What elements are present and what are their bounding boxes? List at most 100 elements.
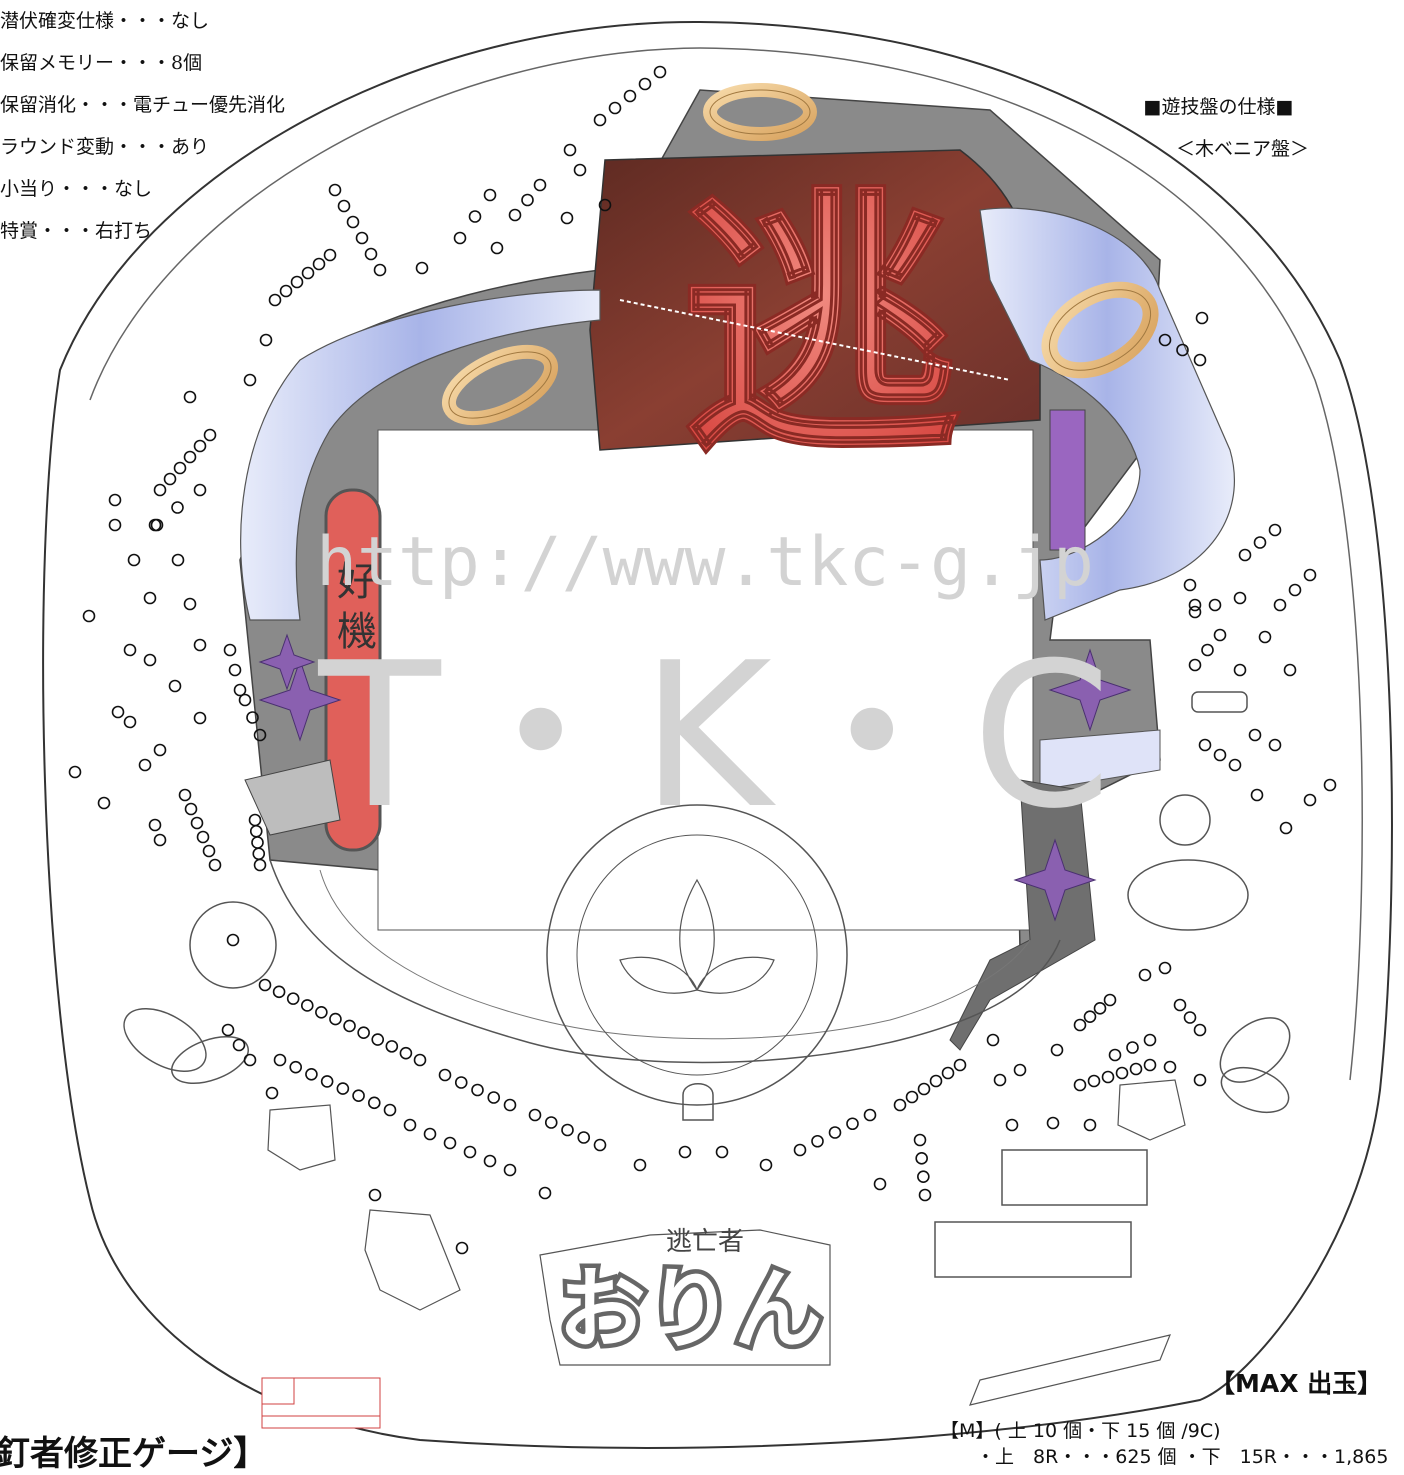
nail-pin xyxy=(352,1089,365,1103)
flower-right-upper xyxy=(1048,648,1132,732)
nail-pin xyxy=(1163,1060,1177,1074)
nail-pin xyxy=(279,284,293,298)
nail-pin xyxy=(1143,1033,1157,1047)
nail-pin xyxy=(1158,333,1172,347)
watermark-url: http://www.tkc-g.jp xyxy=(316,523,1094,602)
nail-pin xyxy=(471,1083,484,1097)
nail-pin xyxy=(148,818,162,832)
nail-pin xyxy=(1158,961,1172,975)
nail-pin xyxy=(301,266,315,280)
left-windmill xyxy=(189,901,277,989)
board-spec: ■遊技盤の仕様■ ＜木ベニア盤＞ xyxy=(1128,86,1309,170)
nail-pin xyxy=(383,1103,397,1117)
bottom-right-rail xyxy=(969,1334,1171,1406)
nail-pin xyxy=(1083,1010,1097,1023)
nail-pin xyxy=(190,816,204,830)
nail-pin xyxy=(1213,628,1227,642)
nail-pin xyxy=(463,1145,477,1159)
nail-pin xyxy=(1138,968,1152,982)
nail-pin xyxy=(1005,1118,1019,1132)
nail-pin xyxy=(168,679,182,693)
nail-pin xyxy=(1087,1074,1101,1088)
nail-pin xyxy=(593,113,607,127)
nail-pin xyxy=(228,663,242,677)
nail-pin xyxy=(986,1033,1000,1047)
bottom-left-chain xyxy=(123,1008,249,1084)
nail-pin xyxy=(759,1158,773,1172)
nail-pin xyxy=(127,553,141,567)
nail-pin xyxy=(533,178,547,192)
nail-pin xyxy=(300,999,314,1012)
nail-pin xyxy=(653,65,667,79)
nail-pin xyxy=(1183,1011,1197,1024)
nail-pin xyxy=(1013,1063,1027,1077)
nail-pin xyxy=(468,210,482,223)
nail-pin xyxy=(173,461,187,475)
nail-pin xyxy=(171,501,184,514)
flower-left xyxy=(258,633,342,742)
title-logo-sub: 逃亡者 xyxy=(666,1227,744,1257)
nail-pin xyxy=(68,765,82,779)
nail-pin xyxy=(1228,758,1242,772)
nail-pin xyxy=(538,1186,552,1200)
kanji-sign-character: 逃 xyxy=(680,163,960,492)
nail-pin xyxy=(305,1067,318,1081)
nail-pin xyxy=(193,711,207,725)
nail-pin xyxy=(223,643,237,657)
nail-pin xyxy=(1188,605,1202,619)
nail-pin xyxy=(265,1086,279,1100)
nail-pin xyxy=(993,1073,1007,1087)
nail-pin xyxy=(193,439,207,453)
board-outline xyxy=(42,20,1393,1449)
right-ribbon xyxy=(979,207,1235,621)
display-window xyxy=(377,429,1034,931)
nail-pin xyxy=(1143,1058,1157,1072)
nail-pin xyxy=(915,1152,928,1165)
nail-pin xyxy=(336,1082,350,1095)
nail-pin xyxy=(953,1058,967,1072)
bottom-attacker-upper xyxy=(1001,1149,1148,1206)
nail-pin xyxy=(1195,311,1209,325)
nail-pin xyxy=(1193,1073,1207,1087)
gauge-title: 釘者修正ゲージ】 xyxy=(0,1434,268,1474)
nail-pin xyxy=(290,275,304,289)
nail-pin xyxy=(905,1090,919,1104)
nail-pin xyxy=(1268,738,1282,752)
nail-pin xyxy=(1108,1048,1122,1062)
nail-pin xyxy=(1268,523,1282,537)
right-drape xyxy=(949,779,1096,1051)
nail-pin xyxy=(1103,993,1117,1007)
right-head-ornament xyxy=(1159,794,1211,846)
nail-pin xyxy=(454,1076,468,1089)
legend-box xyxy=(261,1377,381,1429)
board-spec-title: ■遊技盤の仕様■ xyxy=(1143,96,1294,118)
nail-pin xyxy=(1323,778,1337,792)
nail-pin xyxy=(143,591,157,605)
nail-pin xyxy=(202,844,216,858)
nail-pin xyxy=(253,858,267,872)
nail-pin xyxy=(328,183,342,197)
nail-pin xyxy=(1288,583,1302,597)
nail-pin xyxy=(941,1066,955,1080)
nail-pin xyxy=(423,1127,437,1141)
nail-pin xyxy=(385,1040,399,1053)
nail-pin xyxy=(357,1026,370,1040)
nail-pin xyxy=(846,1117,859,1131)
left-gray-block xyxy=(244,759,341,836)
bottom-right-chain xyxy=(1219,1017,1291,1114)
nail-pin xyxy=(1198,738,1212,752)
center-emblem-inner xyxy=(576,834,818,1076)
nail-pin xyxy=(1258,630,1272,644)
nail-pin xyxy=(1213,748,1227,762)
nail-pin xyxy=(143,653,157,667)
nail-pin xyxy=(238,693,252,707)
top-chain xyxy=(703,83,817,141)
nail-pin xyxy=(289,1060,303,1074)
nail-pin xyxy=(560,211,574,225)
nail-pin xyxy=(150,518,164,532)
nail-pin xyxy=(593,1138,607,1152)
nail-pin xyxy=(1233,591,1247,605)
nail-pin xyxy=(221,1023,235,1037)
spec-item: ラウンド変動・・・あり xyxy=(0,136,210,158)
flower-right-lower xyxy=(1013,838,1097,922)
